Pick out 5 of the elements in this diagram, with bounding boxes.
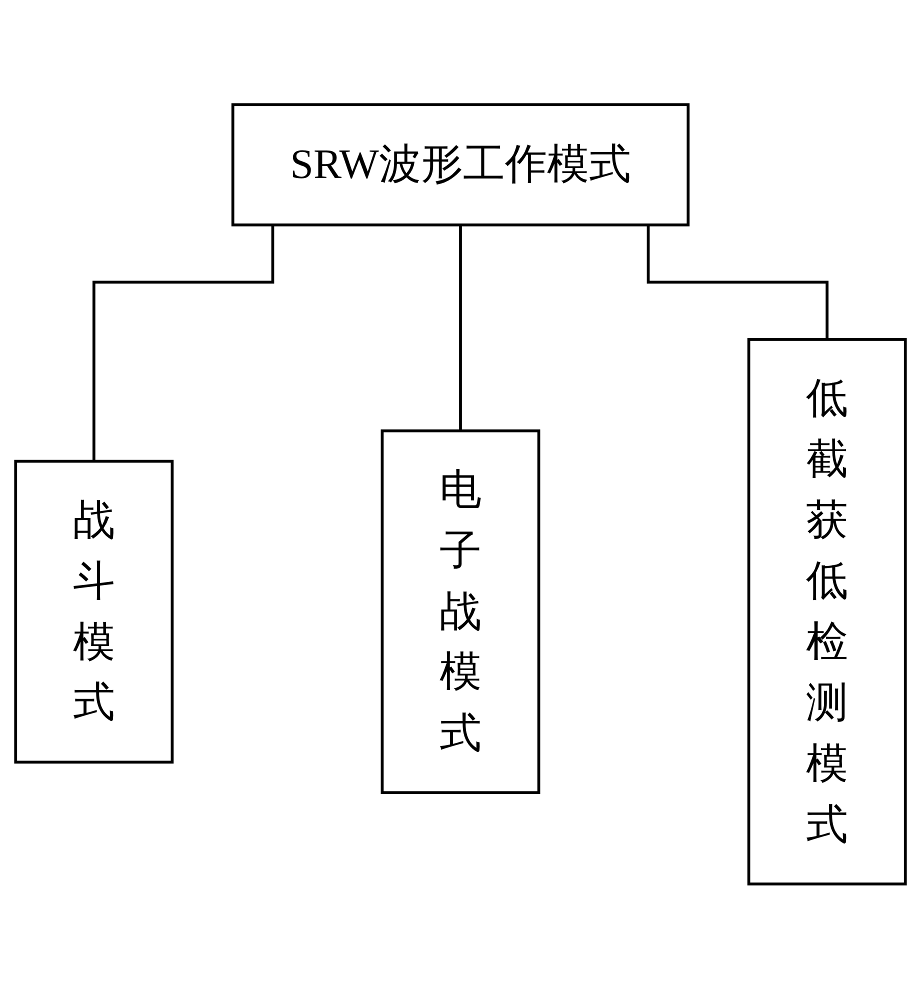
connector <box>459 224 462 432</box>
node-box: 战斗模式 <box>14 460 174 764</box>
node-box: 低截获低检测模式 <box>747 338 907 886</box>
node-box: SRW波形工作模式 <box>231 102 690 226</box>
node-box: 电子战模式 <box>380 429 540 794</box>
